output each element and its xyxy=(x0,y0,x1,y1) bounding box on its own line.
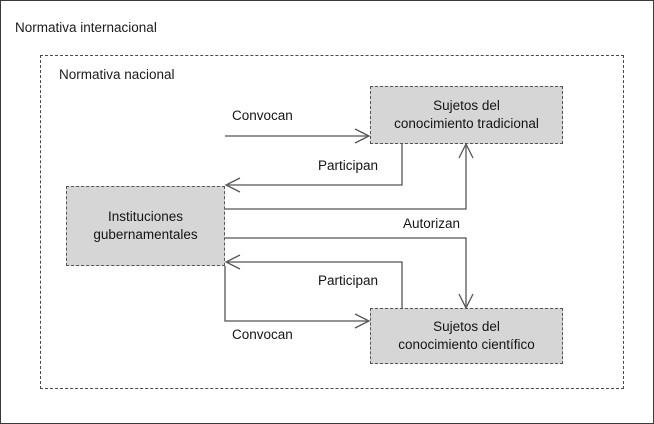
edge-participan-bottom-line xyxy=(228,261,403,308)
inner-frame-normativa-nacional xyxy=(40,55,624,389)
edge-label-autorizan: Autorizan xyxy=(403,216,461,231)
node-traditional-line2: conocimiento tradicional xyxy=(394,116,539,131)
edge-participan-bottom-arrowhead xyxy=(224,254,241,270)
inner-frame-label: Normativa nacional xyxy=(59,67,175,82)
node-sujetos-conocimiento-tradicional[interactable]: Sujetos del conocimiento tradicional xyxy=(370,86,563,144)
node-traditional-text: Sujetos del conocimiento tradicional xyxy=(394,97,539,133)
edge-label-convocan-top: Convocan xyxy=(232,108,293,123)
edge-convocan-top-arrowhead xyxy=(354,128,371,144)
node-institutions-line2: gubernamentales xyxy=(93,227,198,242)
node-traditional-line1: Sujetos del xyxy=(433,98,500,114)
node-instituciones-gubernamentales[interactable]: Instituciones gubernamentales xyxy=(66,186,225,266)
edge-label-convocan-bottom: Convocan xyxy=(232,327,293,342)
edge-label-participan-top: Participan xyxy=(318,158,379,173)
edge-convocan-bottom-arrowhead xyxy=(354,313,371,329)
edge-participan-top-arrowhead xyxy=(224,177,241,193)
edge-label-participan-bottom: Participan xyxy=(318,273,379,288)
edge-participan-top-line xyxy=(228,144,403,186)
edge-autorizan-down-line xyxy=(225,237,467,306)
node-institutions-text: Instituciones gubernamentales xyxy=(93,208,197,244)
node-institutions-line1: Instituciones xyxy=(107,209,184,225)
edge-autorizan-up-line xyxy=(225,146,467,210)
outer-frame-label: Normativa internacional xyxy=(15,20,157,35)
edge-autorizan-up-arrowhead xyxy=(458,142,474,159)
node-scientific-line1: Sujetos del xyxy=(433,319,500,335)
node-sujetos-conocimiento-cientifico[interactable]: Sujetos del conocimiento científico xyxy=(370,308,563,364)
node-scientific-line2: conocimiento científico xyxy=(398,337,535,352)
node-scientific-text: Sujetos del conocimiento científico xyxy=(398,318,535,354)
edge-convocan-bottom-line xyxy=(224,266,367,322)
